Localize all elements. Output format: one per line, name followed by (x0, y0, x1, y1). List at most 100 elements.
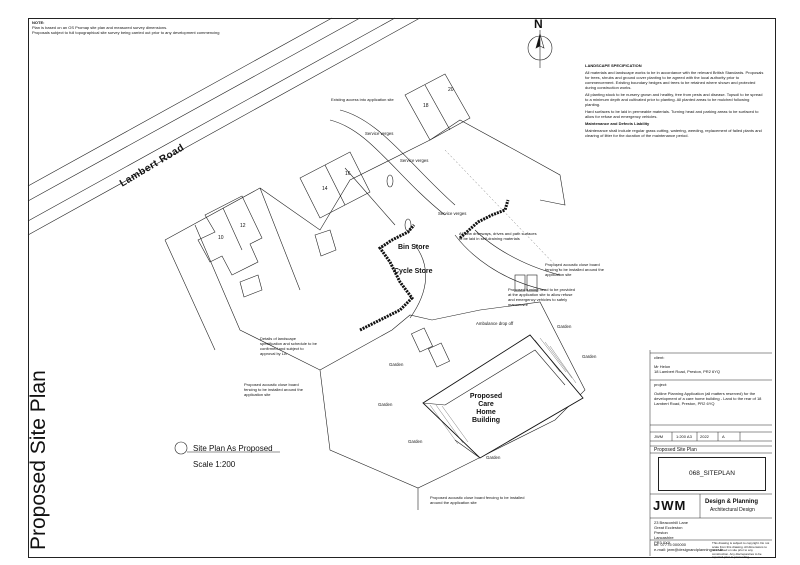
spec-para-1: All materials and landscape works to be … (585, 70, 764, 90)
service-verge-label-1: Service verges (365, 131, 394, 136)
service-verge-label-2: Service verges (400, 158, 429, 163)
house-14-16-party-wall (324, 164, 346, 206)
parking-4 (526, 274, 538, 292)
access-road-edge-3 (474, 229, 561, 276)
spec-para-4: Maintenance shall include regular grass … (585, 128, 762, 138)
access-road-edge-2 (454, 234, 546, 291)
plot-left-3 (259, 187, 301, 291)
garden-label-1: Garden (389, 362, 404, 367)
notes-block: NOTE: Plan is based on an OS Promap site… (32, 20, 222, 35)
disclaimer: This drawing is subject to copyright. Do… (712, 541, 770, 559)
annotation-existing-access: Existing access into application site (331, 97, 394, 102)
house-14-16 (299, 151, 371, 219)
bin-store-label: Bin Store (398, 244, 430, 251)
project-label: project: (654, 382, 668, 387)
house-18-20 (404, 73, 471, 141)
garden-label-5: Garden (582, 354, 597, 359)
house-number-18: 18 (423, 103, 429, 109)
spec-heading: LANDSCAPE SPECIFICATION (585, 63, 642, 68)
house-number-16: 16 (345, 171, 351, 177)
tb-drawing-title: Proposed Site Plan (654, 447, 697, 453)
spec-para-3: Hard surfaces to be laid in permeable ma… (585, 109, 759, 119)
firm-address: 23 Beaconhill Lane Great Eccleston Prest… (654, 520, 714, 545)
specification-block: LANDSCAPE SPECIFICATION All materials an… (585, 63, 765, 140)
car-1 (386, 174, 394, 188)
house-number-20: 20 (448, 87, 454, 93)
drawing-code-box: 068_SITEPLAN (658, 457, 766, 491)
service-verge-curve-1 (329, 119, 446, 216)
annotation-fencing-1: Proposed acoustic close board fencing to… (545, 262, 604, 277)
hedge-line-1 (359, 224, 416, 332)
house-10-12-party-wall (222, 207, 243, 251)
care-home-label: Proposed Care Home Building (466, 393, 506, 425)
address-5: PR3 0XX (654, 540, 671, 545)
road-edge-4 (27, 17, 421, 236)
spec-heading-2: Maintenance and Defects Liability (585, 121, 650, 126)
service-verge-curve-2 (339, 109, 456, 206)
plot-boundary-rear (164, 119, 566, 241)
sheet-title: Proposed Site Plan (27, 370, 50, 550)
care-home-ridge (444, 349, 566, 406)
address-1: 23 Beaconhill Lane (654, 520, 689, 525)
annotation-fencing-2: Proposed acoustic close board fencing to… (244, 382, 303, 397)
tb-scale: 1:200 A3 (676, 434, 692, 439)
annotation-ambulance: Ambulance drop off (476, 321, 514, 326)
tb-rev: A (722, 434, 725, 439)
project-text: Outline Planning Application (all matter… (654, 391, 762, 406)
scale-caption-title: Site Plan As Proposed (193, 444, 273, 453)
firm-contact: tel: 07775 000000 e-mail: jwm@designandp… (654, 542, 764, 552)
plot-mid-1 (344, 167, 396, 226)
client-block: client: Mr Helon 18 Lambert Road, Presto… (654, 355, 770, 374)
care-home-label-line-1: Proposed Care (469, 393, 503, 408)
plot-left-2 (194, 224, 321, 371)
cycle-store-label: Cycle Store (394, 268, 433, 275)
firm-line-2: Architectural Design (710, 507, 755, 513)
spec-para-2: All planting stock to be nursery grown a… (585, 92, 763, 107)
drawing-sheet-border (28, 18, 776, 558)
parking-1 (411, 327, 433, 353)
care-home-label-line-2: Home Building (472, 409, 500, 424)
house-18-20-party-wall (424, 84, 451, 131)
tb-date: 2022 (700, 434, 709, 439)
care-home-hip-2 (454, 439, 481, 459)
hedge-line-2 (459, 199, 510, 240)
tb-drawn: JWM (654, 434, 664, 439)
scale-caption-circle (174, 441, 188, 455)
notes-line-2: Proposals subject to full topographical … (32, 30, 220, 35)
road-edge-2 (27, 17, 361, 202)
firm-tel: tel: 07775 000000 (654, 542, 687, 547)
outbuilding-1 (239, 274, 263, 298)
road-edge-3 (27, 17, 396, 222)
address-4: Lancashire (654, 535, 674, 540)
firm-email: e-mail: jwm@designandplanning.co.uk (654, 547, 723, 552)
road-edge-1 (27, 17, 333, 187)
address-2: Great Eccleston (654, 525, 683, 530)
annotation-fencing-3: Proposed acoustic close board fencing to… (430, 495, 525, 505)
outbuilding-2 (314, 229, 337, 257)
care-home-footprint (422, 334, 584, 459)
garden-label-6: Garden (486, 455, 501, 460)
firm-logo: JWM (653, 498, 687, 513)
annotation-turning-head: Proposed turning head to be provided at … (508, 287, 575, 307)
annotation-all-new-driveways: All new driveways, drives and path surfa… (459, 231, 537, 241)
garden-label-4: Garden (557, 324, 572, 329)
parking-3 (514, 274, 526, 292)
house-10-12 (197, 195, 263, 276)
parking-2 (428, 342, 450, 368)
north-arrow (527, 30, 553, 68)
house-number-12: 12 (240, 223, 246, 229)
care-home-hip-1 (422, 402, 446, 406)
title-block-lines (649, 350, 772, 556)
client-name: Mr Helon (654, 364, 671, 369)
service-verge-label-3: Service verges (438, 211, 467, 216)
access-road-edge-1 (409, 244, 426, 319)
house-number-10: 10 (218, 235, 224, 241)
client-label: client: (654, 355, 665, 360)
project-block: project: Outline Planning Application (a… (654, 382, 770, 406)
house-number-14: 14 (322, 186, 328, 192)
notes-heading: NOTE: (32, 20, 45, 25)
address-3: Preston (654, 530, 668, 535)
annotation-landscape: Details of landscape specification and s… (260, 336, 317, 356)
client-address: 18 Lambert Road, Preston, PR2 6YQ (654, 369, 721, 374)
